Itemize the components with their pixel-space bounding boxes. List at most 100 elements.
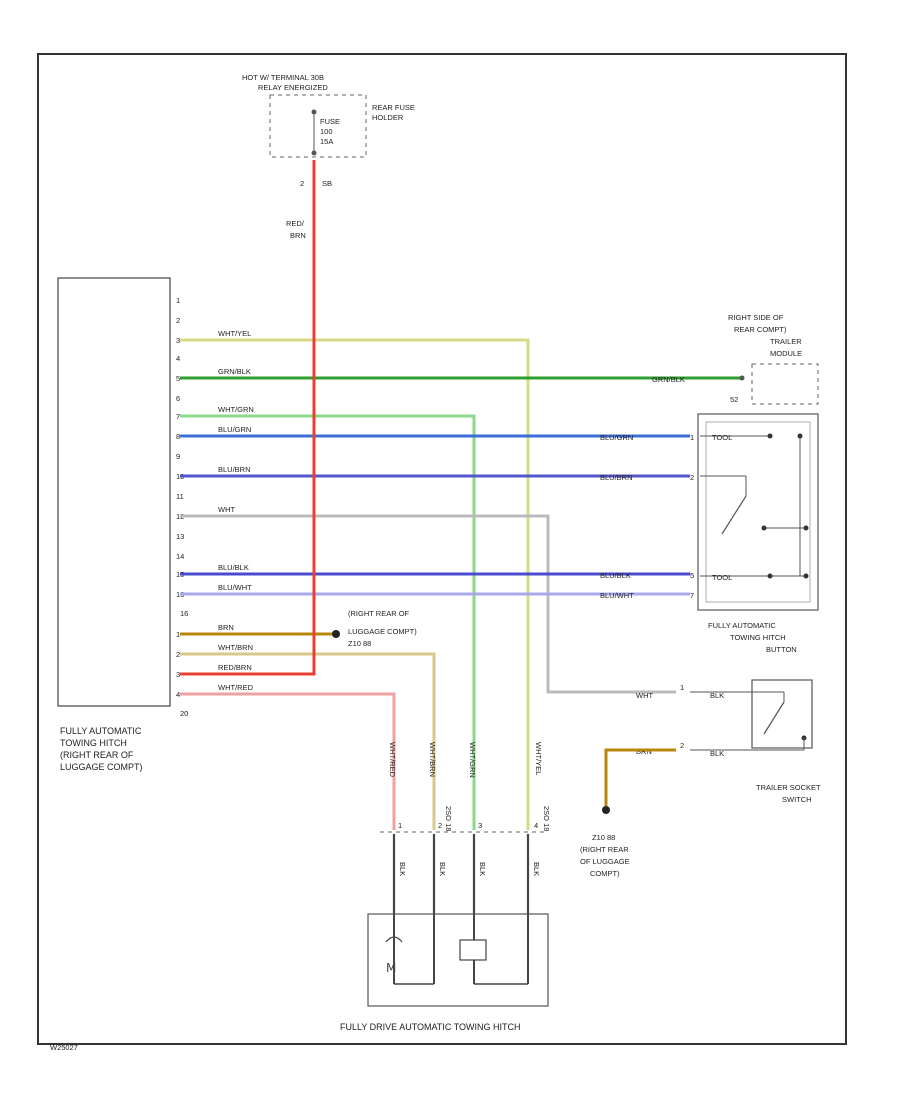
hitch-button-pin-7: 7 <box>690 591 694 600</box>
wire-brn-socket <box>604 748 676 806</box>
fuse-holder-label-2: HOLDER <box>372 113 404 122</box>
lower-wire-label-1: BLK <box>398 862 407 876</box>
hitch-button-inner-2: TOOL <box>712 573 732 582</box>
hot-label-2: RELAY ENERGIZED <box>258 83 328 92</box>
ground1-id: Z10 88 <box>348 639 371 648</box>
ground-symbol-2 <box>602 806 610 814</box>
wire-label-right-2: BLU/GRN <box>600 433 633 442</box>
ground1-text-1: (RIGHT REAR OF <box>348 609 410 618</box>
module-pin-upper-13: 13 <box>176 532 184 541</box>
bottom-vwire-2: WHT/BRN <box>428 742 437 777</box>
hitch-button-inner <box>705 421 811 603</box>
socket-switch-icon <box>690 691 807 751</box>
wire-label-right-5: BLU/WHT <box>600 591 634 600</box>
wire-wht <box>180 514 676 694</box>
socket-inner-2: BLK <box>710 749 724 758</box>
module-label-4: LUGGAGE COMPT) <box>60 762 143 772</box>
module-pin-upper-7: 7 <box>176 412 180 421</box>
wire-wht-yel <box>180 338 530 830</box>
module-pin-lower-3: 3 <box>176 670 180 679</box>
socket-switch-box <box>751 679 813 749</box>
fuse-holder-box <box>269 94 367 158</box>
trailer-module-text-4: MODULE <box>770 349 802 358</box>
module-pin-upper-6: 6 <box>176 394 180 403</box>
module-pin-upper-3: 3 <box>176 336 180 345</box>
module-pins-lower: 1 2 3 4 <box>176 630 180 699</box>
ground2-text-1: (RIGHT REAR <box>580 845 629 854</box>
wire-wht-grn <box>180 414 476 830</box>
bottom-conn-code-2: 2SO 18 <box>542 806 551 831</box>
feed-wire-label-1: RED/ <box>286 219 305 228</box>
trailer-module-pin <box>739 375 745 381</box>
bottom-vwire-1: WHT/RED <box>388 742 397 778</box>
module-pin-upper-8: 8 <box>176 432 180 441</box>
module-pin-upper-2: 2 <box>176 316 180 325</box>
hitch-button-label-1: FULLY AUTOMATIC <box>708 621 776 630</box>
feed-wire-label-2: BRN <box>290 231 306 240</box>
socket-inner-1: BLK <box>710 691 724 700</box>
fuse-icon <box>311 109 317 156</box>
lower-wire-label-4: BLK <box>532 862 541 876</box>
module-pin-lower-4: 4 <box>176 690 180 699</box>
module-pin-upper-9: 9 <box>176 452 180 461</box>
bottom-pin-2: 2 <box>438 821 442 830</box>
ground1-text-2: LUGGAGE COMPT) <box>348 627 417 636</box>
trailer-module-box <box>751 363 819 405</box>
socket-pin-2: 2 <box>680 741 684 750</box>
module-pin-upper-14: 14 <box>176 552 184 561</box>
module-pin-upper-4: 4 <box>176 354 180 363</box>
wire-wht-brn <box>180 652 436 830</box>
hitch-motor-internals-icon: M <box>385 914 529 985</box>
wire-wht-red <box>180 692 396 830</box>
svg-text:M: M <box>386 961 396 975</box>
hitch-motor-box <box>367 913 549 1007</box>
bottom-pin-1: 1 <box>398 821 402 830</box>
socket-label-2: SWITCH <box>782 795 812 804</box>
wire-label-left-7: BLU/BLK <box>218 563 249 572</box>
wire-label-left-5: BLU/BRN <box>218 465 251 474</box>
hitch-button-pin-5: 5 <box>690 571 694 580</box>
wire-label-left-4: BLU/GRN <box>218 425 251 434</box>
hitch-button-label-2: TOWING HITCH <box>730 633 786 642</box>
socket-pin-1: 1 <box>680 683 684 692</box>
bottom-pin-3: 3 <box>478 821 482 830</box>
hitch-button-box <box>697 413 819 611</box>
bottom-vwire-3: WHT/GRN <box>468 742 477 778</box>
socket-wire-1: WHT <box>636 691 653 700</box>
bottom-pin-4: 4 <box>534 821 538 830</box>
towing-hitch-module-box <box>57 277 171 707</box>
trailer-module-text-1: RIGHT SIDE OF <box>728 313 784 322</box>
hitch-button-switch-icon <box>700 433 809 579</box>
lower-wire-label-3: BLK <box>478 862 487 876</box>
wire-red-brn <box>180 160 316 676</box>
module-pin-upper-5: 5 <box>176 374 180 383</box>
wire-label-left-1: WHT/YEL <box>218 329 251 338</box>
ground2-text-3: COMPT) <box>590 869 620 878</box>
bottom-conn-code-1: 2SO 18 <box>444 806 453 831</box>
ground-symbol-1 <box>332 630 340 638</box>
fuse-pin-left: 2 <box>300 179 304 188</box>
wire-label-left-11: RED/BRN <box>218 663 252 672</box>
trailer-module-text-3: TRAILER <box>770 337 802 346</box>
wire-label-right-3: BLU/BRN <box>600 473 633 482</box>
fuse-line-3: 15A <box>320 137 333 146</box>
hitch-button-label-3: BUTTON <box>766 645 797 654</box>
fuse-line-1: FUSE <box>320 117 340 126</box>
wire-label-left-3: WHT/GRN <box>218 405 254 414</box>
hot-label-1: HOT W/ TERMINAL 30B <box>242 73 324 82</box>
wire-label-left-6: WHT <box>218 505 235 514</box>
wire-label-left-8: BLU/WHT <box>218 583 252 592</box>
module-pin-upper-11: 11 <box>176 492 184 501</box>
trailer-module-sub: 52 <box>730 395 738 404</box>
hitch-button-inner-1: TOOL <box>712 433 732 442</box>
hitch-motor-label: FULLY DRIVE AUTOMATIC TOWING HITCH <box>340 1022 521 1032</box>
wire-label-left-9: BRN <box>218 623 234 632</box>
fuse-pin-right: SB <box>322 179 332 188</box>
module-pin-lower-1: 1 <box>176 630 180 639</box>
hitch-button-pin-1: 1 <box>690 433 694 442</box>
module-pin-lower-2: 2 <box>176 650 180 659</box>
ground2-id: Z10 88 <box>592 833 615 842</box>
module-code-upper: 16 <box>180 609 188 618</box>
bottom-vwire-4: WHT/YEL <box>534 742 543 775</box>
